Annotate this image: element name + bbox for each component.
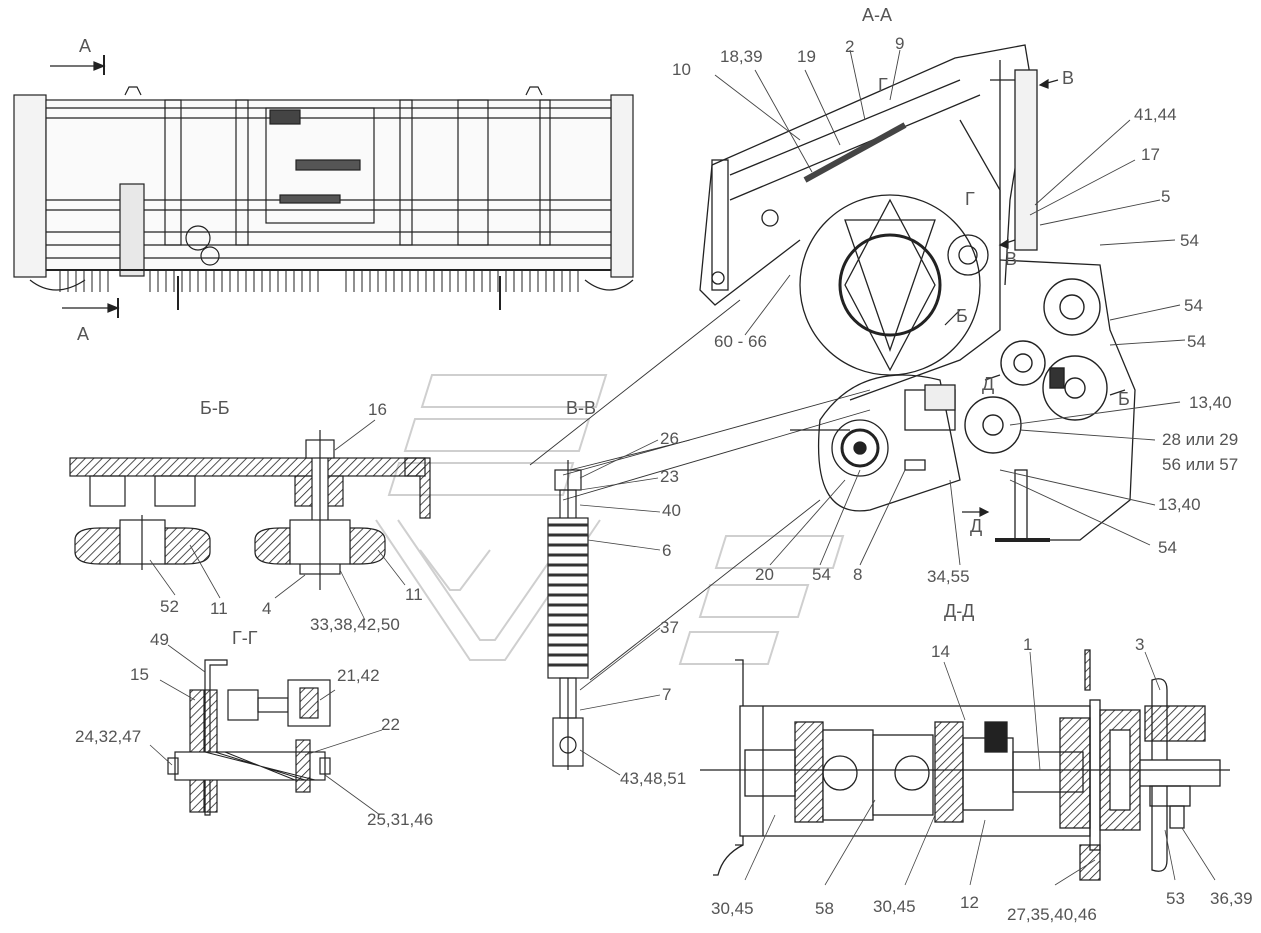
callout-30-45-b: 30,45 xyxy=(873,897,916,916)
callout-53: 53 xyxy=(1166,889,1185,908)
section-titles: А-А Б-Б В-В Г-Г Д-Д xyxy=(200,5,974,648)
callout-26: 26 xyxy=(660,429,679,448)
section-title-vv: В-В xyxy=(566,398,596,418)
cut-mark-v2: В xyxy=(1005,249,1017,269)
callout-20: 20 xyxy=(755,565,774,584)
callout-54-e: 54 xyxy=(812,565,831,584)
cut-arrows xyxy=(944,78,1126,517)
cut-mark-d2: Д xyxy=(970,516,982,536)
cut-mark-g2: Г xyxy=(965,189,975,209)
callout-12: 12 xyxy=(960,893,979,912)
callout-49: 49 xyxy=(150,630,169,649)
watermark-logo xyxy=(375,374,845,665)
callout-17: 17 xyxy=(1141,145,1160,164)
callout-1: 1 xyxy=(1023,635,1032,654)
section-title-dd: Д-Д xyxy=(944,601,974,621)
cut-mark-b1: Б xyxy=(956,306,968,326)
callout-labels: 10 18,39 19 2 9 41,44 17 5 54 54 54 60 -… xyxy=(75,34,1253,924)
cut-mark-letters: А А В В Г Г Б Б Д Д xyxy=(77,36,1130,536)
section-title-gg: Г-Г xyxy=(232,628,258,648)
callout-28-or-29: 28 или 29 xyxy=(1162,430,1238,449)
cut-mark-d1: Д xyxy=(982,374,994,394)
callout-58: 58 xyxy=(815,899,834,918)
callout-18-39: 18,39 xyxy=(720,47,763,66)
callout-7: 7 xyxy=(662,685,671,704)
callout-54-d: 54 xyxy=(1158,538,1177,557)
cut-mark-a-top: А xyxy=(79,36,91,56)
callout-14: 14 xyxy=(931,642,950,661)
leader-lines-aa xyxy=(714,49,1186,566)
section-gg-drawing xyxy=(149,644,383,816)
callout-10: 10 xyxy=(672,60,691,79)
callout-11-b: 11 xyxy=(405,585,423,604)
callout-33-38-42-50: 33,38,42,50 xyxy=(310,615,400,634)
callout-54-a: 54 xyxy=(1180,231,1199,250)
callout-52: 52 xyxy=(160,597,179,616)
callout-60-66: 60 - 66 xyxy=(714,332,767,351)
callout-34-55: 34,55 xyxy=(927,567,970,586)
section-vv-drawing xyxy=(547,439,661,776)
callout-3: 3 xyxy=(1135,635,1144,654)
callout-13-40-b: 13,40 xyxy=(1158,495,1201,514)
callout-5: 5 xyxy=(1161,187,1170,206)
callout-21-42: 21,42 xyxy=(337,666,380,685)
callout-40: 40 xyxy=(662,501,681,520)
section-title-aa: А-А xyxy=(862,5,892,25)
callout-9: 9 xyxy=(895,34,904,53)
section-title-bb: Б-Б xyxy=(200,398,230,418)
callout-6: 6 xyxy=(662,541,671,560)
callout-8: 8 xyxy=(853,565,862,584)
callout-15: 15 xyxy=(130,665,149,684)
callout-54-b: 54 xyxy=(1184,296,1203,315)
cut-mark-a-bottom: А xyxy=(77,324,89,344)
callout-11-a: 11 xyxy=(210,599,228,618)
callout-19: 19 xyxy=(797,47,816,66)
section-dd-drawing xyxy=(700,649,1230,886)
callout-24-32-47: 24,32,47 xyxy=(75,727,141,746)
section-aa-drawing xyxy=(699,44,1136,542)
callout-30-45-a: 30,45 xyxy=(711,899,754,918)
callout-25-31-46: 25,31,46 xyxy=(367,810,433,829)
callout-27-35-40-46: 27,35,40,46 xyxy=(1007,905,1097,924)
callout-56-or-57: 56 или 57 xyxy=(1162,455,1238,474)
cut-mark-g: Г xyxy=(878,75,888,95)
callout-23: 23 xyxy=(660,467,679,486)
callout-41-44: 41,44 xyxy=(1134,105,1177,124)
callout-13-40-a: 13,40 xyxy=(1189,393,1232,412)
section-bb-drawing xyxy=(69,419,431,621)
callout-2: 2 xyxy=(845,37,854,56)
callout-36-39: 36,39 xyxy=(1210,889,1253,908)
cut-mark-b2: Б xyxy=(1118,389,1130,409)
callout-37: 37 xyxy=(660,618,679,637)
cut-mark-v1: В xyxy=(1062,68,1074,88)
callout-43-48-51: 43,48,51 xyxy=(620,769,686,788)
callout-16: 16 xyxy=(368,400,387,419)
callout-22: 22 xyxy=(381,715,400,734)
callout-54-c: 54 xyxy=(1187,332,1206,351)
general-view xyxy=(13,55,634,318)
callout-4: 4 xyxy=(262,599,271,618)
